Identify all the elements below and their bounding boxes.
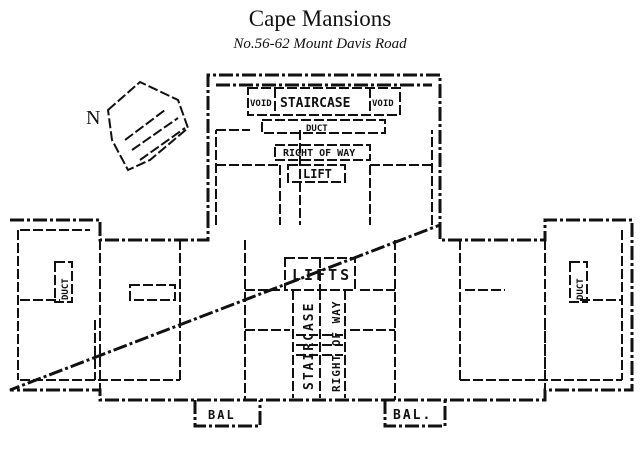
plan-title: Cape Mansions <box>248 6 392 31</box>
label-bal-right: BAL. <box>393 408 432 423</box>
label-void-right: VOID <box>372 99 394 109</box>
north-label: N <box>86 107 100 129</box>
label-staircase-center: STAIRCASE <box>302 302 317 390</box>
label-right-of-way-center: RIGHT OF WAY <box>330 301 343 392</box>
label-duct-left: DUCT <box>61 278 71 300</box>
right-duct <box>569 261 588 303</box>
main-outline <box>9 218 634 402</box>
label-void-left: VOID <box>250 99 272 109</box>
label-right-of-way-top: RIGHT OF WAY <box>283 148 355 159</box>
label-lift: LIFT <box>303 167 332 181</box>
label-bal-left: BAL <box>208 408 236 422</box>
label-duct-top: DUCT <box>306 124 328 134</box>
central-core <box>284 257 356 398</box>
site-sketch-icon <box>106 80 190 172</box>
left-duct <box>54 261 73 303</box>
top-block <box>206 73 442 225</box>
left-balcony <box>193 400 262 428</box>
label-staircase-top: STAIRCASE <box>280 96 350 111</box>
label-lifts: LIFTS <box>292 266 352 284</box>
right-balcony <box>383 400 447 428</box>
plan-subtitle: No.56-62 Mount Davis Road <box>233 36 407 52</box>
label-duct-right: DUCT <box>576 278 586 300</box>
